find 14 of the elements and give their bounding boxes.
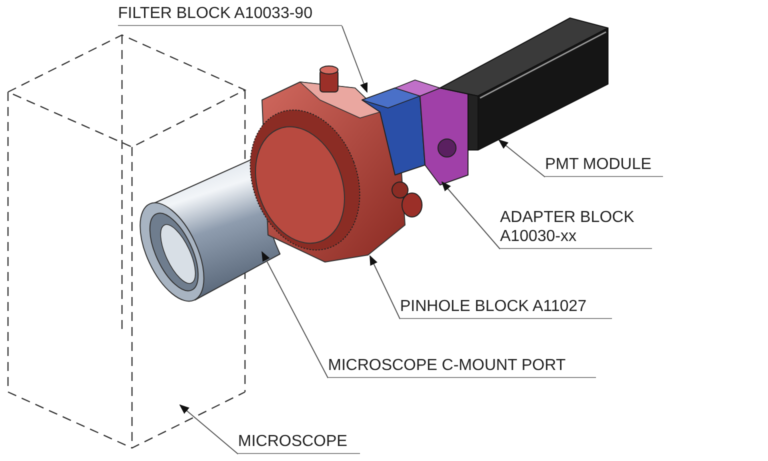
adapter-block-drawing bbox=[394, 80, 468, 186]
leader-line bbox=[179, 404, 238, 454]
part-label: PINHOLE BLOCK A11027 bbox=[400, 297, 612, 319]
part-label: ADAPTER BLOCK A10030-xx bbox=[500, 208, 652, 249]
leader-line bbox=[342, 26, 368, 93]
part-label: FILTER BLOCK A10033-90 bbox=[118, 4, 342, 26]
leader-line bbox=[441, 181, 500, 250]
part-label: PMT MODULE bbox=[545, 155, 663, 177]
leader-line bbox=[498, 139, 546, 178]
part-label: MICROSCOPE bbox=[238, 432, 360, 454]
leader-line bbox=[370, 255, 400, 320]
pmt-module-drawing bbox=[440, 18, 608, 150]
part-label: MICROSCOPE C-MOUNT PORT bbox=[328, 356, 596, 378]
leader-line bbox=[262, 251, 328, 378]
